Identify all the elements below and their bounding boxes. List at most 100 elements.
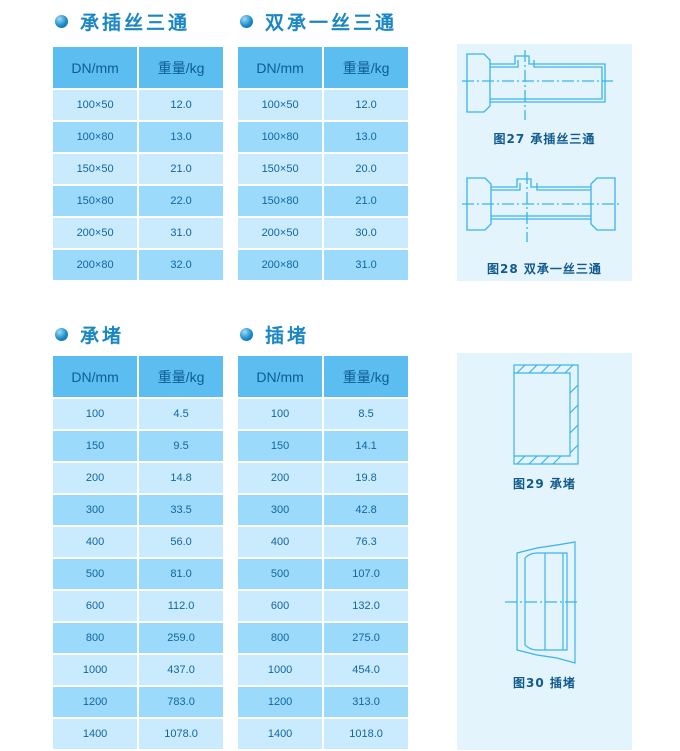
dn-cell: 800 [238, 623, 323, 653]
weight-cell: 56.0 [139, 527, 223, 557]
title-text: 插堵 [265, 325, 310, 347]
dn-cell: 150×80 [238, 186, 323, 216]
dn-cell: 400 [238, 527, 323, 557]
bullet-icon [55, 15, 68, 28]
weight-cell: 1018.0 [324, 719, 408, 749]
dn-cell: 1000 [238, 655, 323, 685]
weight-cell: 42.8 [324, 495, 408, 525]
section-title-2: 双承一丝三通 [240, 8, 397, 35]
dn-cell: 800 [53, 623, 138, 653]
bullet-icon [240, 15, 253, 28]
header-dn: DN/mm [53, 356, 138, 397]
header-dn: DN/mm [238, 47, 323, 88]
weight-cell: 81.0 [139, 559, 223, 589]
dn-cell: 100 [238, 399, 323, 429]
title-text: 承堵 [80, 325, 125, 347]
dn-cell: 200×80 [238, 250, 323, 280]
dn-cell: 100 [53, 399, 138, 429]
weight-cell: 22.0 [139, 186, 223, 216]
dn-cell: 200×80 [53, 250, 138, 280]
weight-cell: 454.0 [324, 655, 408, 685]
bullet-icon [55, 328, 68, 341]
figure-caption: 图30 插堵 [513, 676, 576, 690]
dn-cell: 100×50 [238, 90, 323, 120]
dn-cell: 600 [53, 591, 138, 621]
tee-drawing-icon [462, 50, 619, 242]
weight-cell: 1078.0 [139, 719, 223, 749]
weight-cell: 30.0 [324, 218, 408, 248]
dn-cell: 150 [53, 431, 138, 461]
weight-cell: 12.0 [139, 90, 223, 120]
dn-cell: 150×50 [53, 154, 138, 184]
dn-cell: 100×80 [53, 122, 138, 152]
weight-cell: 19.8 [324, 463, 408, 493]
figure-panel-plugs: 图29 承堵 图30 插堵 [457, 353, 632, 750]
dn-cell: 100×50 [53, 90, 138, 120]
weight-cell: 13.0 [139, 122, 223, 152]
dn-cell: 500 [53, 559, 138, 589]
figure-caption: 图27 承插丝三通 [493, 132, 596, 146]
weight-cell: 783.0 [139, 687, 223, 717]
header-weight: 重量/kg [324, 356, 408, 397]
dn-cell: 300 [53, 495, 138, 525]
weight-cell: 13.0 [324, 122, 408, 152]
weight-cell: 259.0 [139, 623, 223, 653]
section-title-1: 承插丝三通 [55, 8, 190, 35]
dn-cell: 500 [238, 559, 323, 589]
header-weight: 重量/kg [324, 47, 408, 88]
section-title-3: 承堵 [55, 321, 124, 348]
dn-cell: 150 [238, 431, 323, 461]
dn-cell: 600 [238, 591, 323, 621]
figure-caption: 图28 双承一丝三通 [487, 262, 602, 276]
weight-cell: 21.0 [139, 154, 223, 184]
dn-cell: 150×50 [238, 154, 323, 184]
weight-cell: 8.5 [324, 399, 408, 429]
header-dn: DN/mm [53, 47, 138, 88]
dn-cell: 200 [53, 463, 138, 493]
weight-cell: 21.0 [324, 186, 408, 216]
dn-cell: 100×80 [238, 122, 323, 152]
dn-cell: 1200 [53, 687, 138, 717]
weight-cell: 112.0 [139, 591, 223, 621]
weight-cell: 33.5 [139, 495, 223, 525]
weight-cell: 4.5 [139, 399, 223, 429]
weight-cell: 275.0 [324, 623, 408, 653]
dn-cell: 1000 [53, 655, 138, 685]
weight-cell: 20.0 [324, 154, 408, 184]
weight-cell: 313.0 [324, 687, 408, 717]
weight-cell: 14.8 [139, 463, 223, 493]
dn-cell: 200×50 [238, 218, 323, 248]
dn-cell: 1200 [238, 687, 323, 717]
